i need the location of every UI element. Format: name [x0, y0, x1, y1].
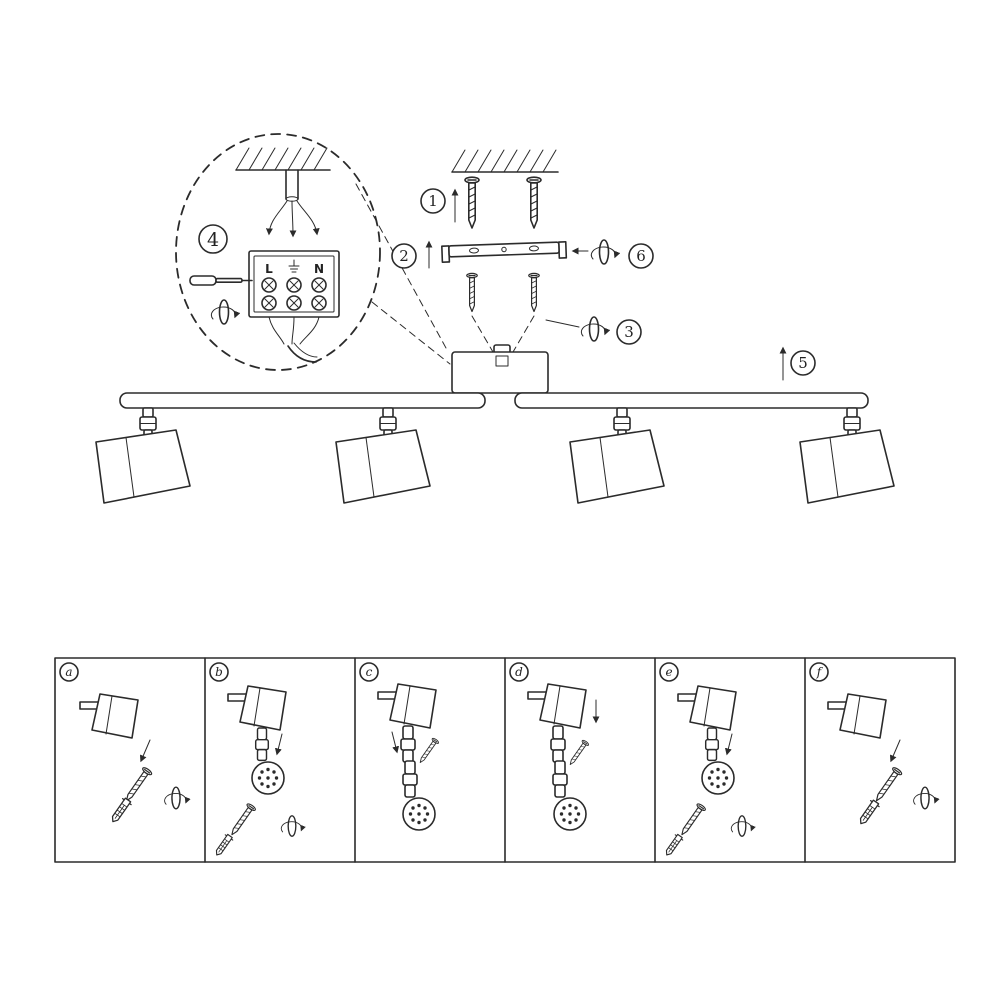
rotate-arrow-icon: [211, 300, 235, 324]
screw-icon: [466, 272, 478, 313]
spot-shade-icon: [227, 685, 287, 731]
spot-shade-icon: [527, 683, 587, 729]
screw-icon: [121, 765, 154, 805]
spot-shade-icon: [79, 693, 139, 739]
rotate-arrow-icon: [591, 240, 615, 264]
screw-icon: [464, 176, 480, 229]
panel-a-label: a: [65, 665, 72, 679]
panel-d-label: d: [515, 665, 523, 679]
step-badge-5: 5: [790, 350, 816, 376]
screw-icon: [871, 765, 904, 805]
step-2-label: 2: [399, 247, 409, 265]
panel-b: b: [209, 662, 302, 859]
move-arrow-icon: [139, 739, 151, 763]
terminal-label-N: N: [314, 262, 324, 276]
step-badge-4: 4: [198, 224, 228, 254]
step-3-label: 3: [624, 323, 634, 341]
panel-f-badge: f: [809, 662, 829, 682]
fixture-wires: [268, 316, 320, 363]
spotlight-head: [335, 407, 431, 504]
step-badge-6: 6: [628, 243, 654, 269]
rotate-arrow-icon: [731, 816, 751, 836]
ceiling-hatch-balloon: [235, 147, 331, 171]
panel-a: a: [59, 662, 187, 826]
move-arrow-icon: [391, 731, 400, 754]
wiring-detail-balloon: L N: [175, 133, 381, 371]
step-6-label: 6: [636, 247, 646, 265]
terminal-screws: [261, 277, 327, 311]
step-4-label: 4: [207, 229, 219, 251]
panel-a-badge: a: [59, 662, 79, 682]
rotate-arrow-icon: [165, 787, 187, 809]
panel-f-label: f: [816, 665, 824, 679]
spot-shade-icon: [827, 693, 887, 739]
stem-icon: [254, 727, 270, 762]
canopy: [451, 344, 549, 394]
screw-icon: [566, 738, 590, 768]
supply-cable: [265, 169, 320, 238]
assembly-panels-frame: [54, 657, 956, 863]
panel-e-label: e: [665, 665, 672, 679]
perforated-disc-icon: [701, 761, 735, 795]
step-badge-3: 3: [616, 319, 642, 345]
perforated-disc-icon: [402, 797, 436, 831]
move-arrow-icon: [724, 733, 733, 756]
panel-d: d: [509, 662, 600, 831]
stem-icon: [402, 760, 418, 798]
panel-c-label: c: [366, 665, 373, 679]
screw-icon: [677, 802, 707, 839]
panel-d-badge: d: [509, 662, 529, 682]
stem-icon: [400, 725, 416, 763]
stem-icon: [704, 727, 720, 762]
panel-f: f: [809, 662, 936, 828]
wall-anchor-icon: [855, 798, 881, 828]
step-5-label: 5: [798, 354, 808, 372]
rotate-arrow-icon: [581, 317, 605, 341]
panel-c: c: [359, 662, 440, 831]
wall-anchor-icon: [107, 796, 133, 826]
earth-ground-icon: [288, 259, 300, 273]
move-arrow-icon: [274, 733, 283, 756]
panel-b-label: b: [215, 665, 223, 679]
wall-anchor-icon: [662, 832, 685, 859]
panel-b-badge: b: [209, 662, 229, 682]
terminal-block: L N: [248, 250, 340, 318]
step3-leader: [545, 319, 580, 328]
rotate-arrow-icon: [281, 816, 301, 836]
canopy-screws: [466, 272, 540, 353]
panel-e: e: [659, 662, 752, 859]
terminal-label-L: L: [265, 262, 273, 276]
move-arrow-icon: [889, 739, 901, 763]
perforated-disc-icon: [553, 797, 587, 831]
screw-icon: [526, 176, 542, 229]
screw-icon: [528, 272, 540, 313]
spotlight-head: [95, 407, 191, 504]
step-badge-1: 1: [420, 188, 446, 214]
stem-icon: [550, 725, 566, 763]
fixture-bar: [119, 392, 869, 409]
spot-shade-icon: [377, 683, 437, 729]
step-1-label: 1: [428, 192, 438, 210]
balloon-leader-top: [355, 183, 447, 349]
stem-icon: [552, 760, 568, 798]
screw-icon: [227, 802, 257, 839]
screwdriver-icon: [189, 275, 253, 286]
perforated-disc-icon: [251, 761, 285, 795]
screw-icon: [416, 736, 440, 766]
rotate-arrow-icon: [914, 787, 936, 809]
wall-anchor-icon: [212, 832, 235, 859]
panel-e-badge: e: [659, 662, 679, 682]
step1-screws: [451, 176, 542, 229]
balloon-leader-bottom: [371, 301, 451, 365]
spotlight-head: [799, 407, 895, 504]
ceiling-hatch-top: [451, 149, 559, 173]
spot-shade-icon: [677, 685, 737, 731]
mounting-bracket: [441, 241, 568, 263]
panel-c-badge: c: [359, 662, 379, 682]
step-badge-2: 2: [391, 243, 417, 269]
spotlight-head: [569, 407, 665, 504]
